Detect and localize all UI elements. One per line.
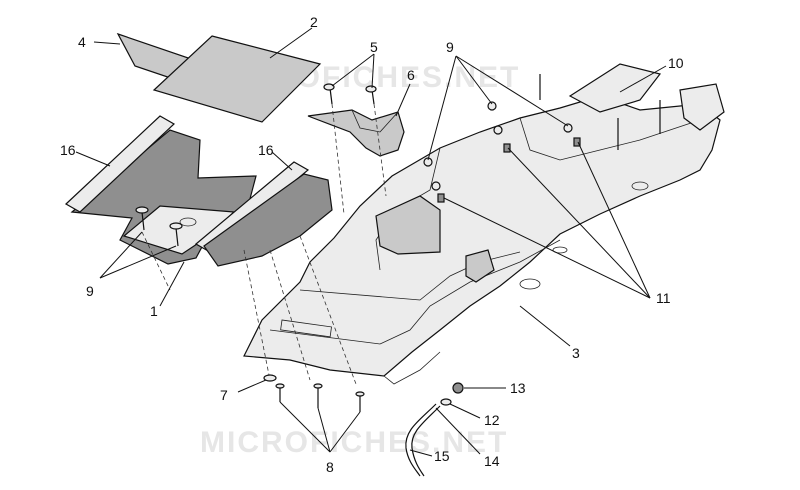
leader-lines <box>75 27 667 457</box>
callout-9-left: 9 <box>86 283 94 299</box>
assembly-lines <box>141 103 387 385</box>
part-15-hose <box>405 403 441 477</box>
part-16-rails <box>64 115 310 253</box>
callout-8: 8 <box>326 459 334 475</box>
watermark-bottom: MICROFICHES.NET <box>200 426 508 459</box>
callout-10: 10 <box>668 55 684 71</box>
callout-12: 12 <box>484 412 500 428</box>
callout-6: 6 <box>407 67 415 83</box>
callout-2: 2 <box>310 14 318 30</box>
part-9-top-screws <box>423 101 573 191</box>
callout-11: 11 <box>656 290 671 306</box>
callout-labels: 4 2 5 6 9 10 16 16 9 1 11 3 7 13 12 15 1… <box>60 14 684 475</box>
part-5-screws <box>323 83 377 105</box>
callout-9-top: 9 <box>446 39 454 55</box>
part-2-sheet <box>152 35 322 123</box>
part-1-right-tray <box>203 173 333 267</box>
callout-3: 3 <box>572 345 580 361</box>
part-13-nut <box>452 382 464 394</box>
callout-13: 13 <box>510 380 526 396</box>
callout-4: 4 <box>78 34 86 50</box>
callout-15: 15 <box>434 448 450 464</box>
part-10-bracket <box>539 63 725 150</box>
callout-16-right: 16 <box>258 142 274 158</box>
part-6-cover <box>307 109 405 157</box>
callout-14: 14 <box>484 453 500 469</box>
part-9-left-screws <box>135 206 183 247</box>
part-7-8-bolts <box>263 374 365 412</box>
callout-16-left: 16 <box>60 142 76 158</box>
part-3-undertray <box>243 95 721 385</box>
callout-5: 5 <box>370 39 378 55</box>
part-12-clip <box>440 398 452 406</box>
callout-7: 7 <box>220 387 228 403</box>
callout-1: 1 <box>150 303 158 319</box>
